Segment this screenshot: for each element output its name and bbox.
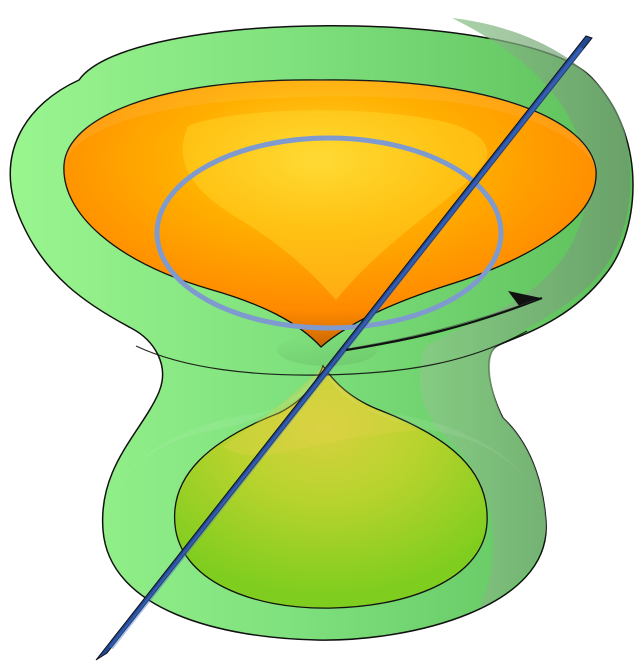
arrow-shaft xyxy=(345,296,543,352)
arrow-head xyxy=(508,291,541,307)
hyperboloid-right-shade xyxy=(419,18,631,608)
upper-rim-shade xyxy=(64,79,596,170)
waist-shadow xyxy=(277,334,377,366)
upper-cone-highlight xyxy=(182,110,488,301)
inner-circle xyxy=(154,135,504,331)
upper-cone xyxy=(63,79,597,348)
lower-cone xyxy=(173,364,488,609)
arrow-highlight xyxy=(351,299,536,349)
lower-cone-top-glow xyxy=(223,366,418,456)
